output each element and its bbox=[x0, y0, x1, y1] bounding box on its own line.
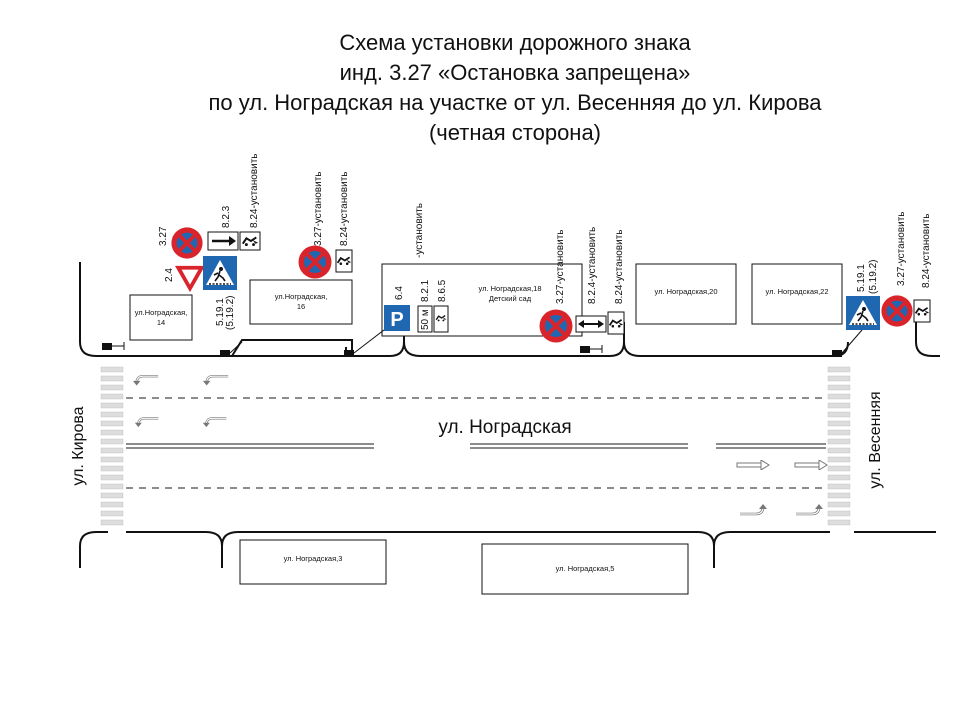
sign-label-3-27-install: 3.27-установить bbox=[896, 212, 907, 286]
south-curb bbox=[79, 531, 936, 568]
building-5-label: ул. Ноградская,5 bbox=[556, 564, 615, 573]
direction-arrow-icon bbox=[578, 320, 584, 328]
sign-code-6-4: 6.4 bbox=[394, 286, 405, 300]
no-stopping-sign-icon bbox=[297, 244, 333, 280]
lane-arrow-icon bbox=[794, 504, 824, 516]
crosswalk-vesennyaya bbox=[827, 366, 851, 526]
building-3-label: ул. Ноградская,3 bbox=[284, 554, 343, 563]
sign-group-4: 3.27-установить 8.2.4-установить 8.24-ус… bbox=[538, 227, 625, 353]
center-line bbox=[126, 443, 826, 449]
pedestrian-crossing-sign-icon bbox=[846, 296, 880, 330]
building-14-label: ул.Ноградская, bbox=[135, 308, 188, 317]
sign-label-50m: 50 м bbox=[420, 309, 431, 330]
building-3: ул. Ноградская,3 bbox=[239, 539, 387, 585]
sign-label-8-24-install: 8.24-установить bbox=[614, 230, 625, 304]
building-16-number: 16 bbox=[297, 302, 305, 311]
sign-label-3-27-install: 3.27-установить bbox=[555, 230, 566, 304]
title-line-3: по ул. Ноградская на участке от ул. Весе… bbox=[208, 90, 822, 115]
sign-post-marker bbox=[102, 343, 112, 350]
lane-arrow-icon bbox=[202, 417, 228, 428]
sign-group-3: 6.4 -установить 50 м 8.2.1 8.6.5 bbox=[344, 203, 449, 357]
north-curb bbox=[79, 262, 940, 357]
lane-arrow-icon bbox=[794, 460, 828, 470]
direction-arrow-icon bbox=[598, 320, 604, 328]
building-20: ул. Ноградская,20 bbox=[635, 263, 737, 325]
sign-code-5-19-2: (5.19.2) bbox=[225, 296, 236, 330]
sign-code-2-4: 2.4 bbox=[164, 268, 175, 282]
sign-post-marker bbox=[344, 350, 354, 357]
sign-post-marker bbox=[832, 350, 842, 357]
sign-code-5-19-1: 5.19.1 bbox=[856, 264, 867, 292]
sign-code-8-6-5: 8.6.5 bbox=[437, 279, 448, 302]
sign-group-1: 3.27 2.4 5.19.1 (5.19.2) 8.2.3 8.24-уста… bbox=[102, 154, 261, 357]
building-22: ул. Ноградская,22 bbox=[751, 263, 843, 325]
sign-post-marker bbox=[220, 350, 230, 357]
no-stopping-sign-icon bbox=[538, 308, 574, 344]
street-name-right: ул. Весенняя bbox=[867, 391, 884, 488]
sign-code-8-2-3: 8.2.3 bbox=[221, 205, 232, 228]
building-16-label: ул.Ноградская, bbox=[275, 292, 328, 301]
building-16: ул.Ноградская, 16 bbox=[249, 279, 353, 325]
lane-arrow-icon bbox=[736, 460, 770, 470]
yield-sign-icon bbox=[175, 265, 205, 293]
sign-label-8-2-4-install: 8.2.4-установить bbox=[587, 227, 598, 304]
sign-post-marker bbox=[580, 346, 590, 353]
title-line-2: инд. 3.27 «Остановка запрещена» bbox=[340, 60, 691, 85]
sign-code-3-27: 3.27 bbox=[158, 226, 169, 246]
sign-code-5-19-1: 5.19.1 bbox=[215, 298, 226, 326]
building-18-label: ул. Ноградская,18 bbox=[478, 284, 541, 293]
parking-sign-icon bbox=[384, 305, 410, 331]
building-5: ул. Ноградская,5 bbox=[481, 543, 689, 595]
building-20-label: ул. Ноградская,20 bbox=[654, 287, 717, 296]
lane-arrow-icon bbox=[738, 504, 768, 516]
street-name-left: ул. Кирова bbox=[70, 406, 87, 485]
no-stopping-sign-icon bbox=[880, 294, 914, 328]
sign-group-5: 5.19.1 (5.19.2) 3.27-установить 8.24-уст… bbox=[832, 212, 932, 357]
building-14: ул.Ноградская, 14 bbox=[129, 294, 193, 341]
lane-lines bbox=[126, 397, 826, 489]
plate-8-6-5 bbox=[433, 305, 449, 333]
sign-label-8-24-install: 8.24-установить bbox=[249, 154, 260, 228]
sign-label-8-24-install: 8.24-установить bbox=[339, 172, 350, 246]
pedestrian-crossing-sign-icon bbox=[203, 256, 237, 290]
lane-arrow-icon bbox=[132, 374, 160, 386]
sign-label-install: -установить bbox=[414, 203, 425, 258]
sign-label-8-24-install: 8.24-установить bbox=[921, 214, 932, 288]
direction-arrow-icon bbox=[229, 236, 236, 246]
building-18-caption: Детский сад bbox=[489, 294, 532, 303]
sign-label-3-27-install: 3.27-установить bbox=[313, 172, 324, 246]
sign-code-8-2-1: 8.2.1 bbox=[420, 279, 431, 302]
sign-code-5-19-2: (5.19.2) bbox=[868, 260, 879, 294]
sign-group-2: 3.27-установить 8.24-установить bbox=[297, 172, 353, 280]
plate-8-2-1 bbox=[417, 305, 433, 333]
building-22-label: ул. Ноградская,22 bbox=[765, 287, 828, 296]
lane-arrow-icon bbox=[202, 374, 230, 386]
title-line-1: Схема установки дорожного знака bbox=[339, 30, 691, 55]
street-name-main: ул. Ноградская bbox=[438, 417, 571, 438]
title-line-4: (четная сторона) bbox=[429, 120, 601, 145]
lane-arrow-icon bbox=[134, 417, 160, 428]
no-stopping-sign-icon bbox=[170, 226, 204, 260]
building-14-number: 14 bbox=[157, 318, 165, 327]
crosswalk-kirova bbox=[100, 366, 124, 526]
